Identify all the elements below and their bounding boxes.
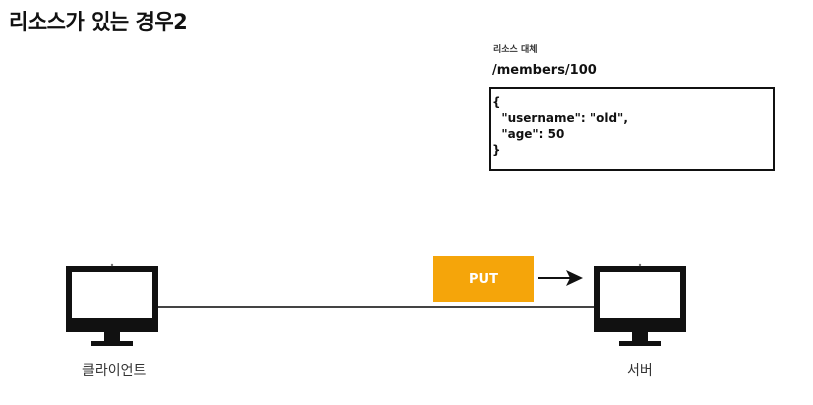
resource-path: /members/100 [492, 63, 597, 78]
page-title: 리소스가 있는 경우2 [9, 10, 188, 34]
json-age-line: "age": 50 [493, 127, 565, 141]
json-open-brace: { [492, 95, 501, 109]
server-monitor-icon [594, 263, 686, 346]
method-label: PUT [469, 271, 498, 287]
resource-caption: 리소스 대체 [493, 45, 538, 55]
connection-line [158, 306, 595, 308]
server-label: 서버 [627, 363, 653, 379]
resource-json-box: { "username": "old", "age": 50 } [489, 87, 775, 171]
client-label: 클라이언트 [82, 363, 147, 379]
put-method-box: PUT [433, 256, 534, 302]
json-close-brace: } [492, 143, 501, 157]
client-monitor-icon [66, 263, 158, 346]
json-username-line: "username": "old", [493, 111, 628, 125]
request-arrow-icon [538, 270, 583, 286]
